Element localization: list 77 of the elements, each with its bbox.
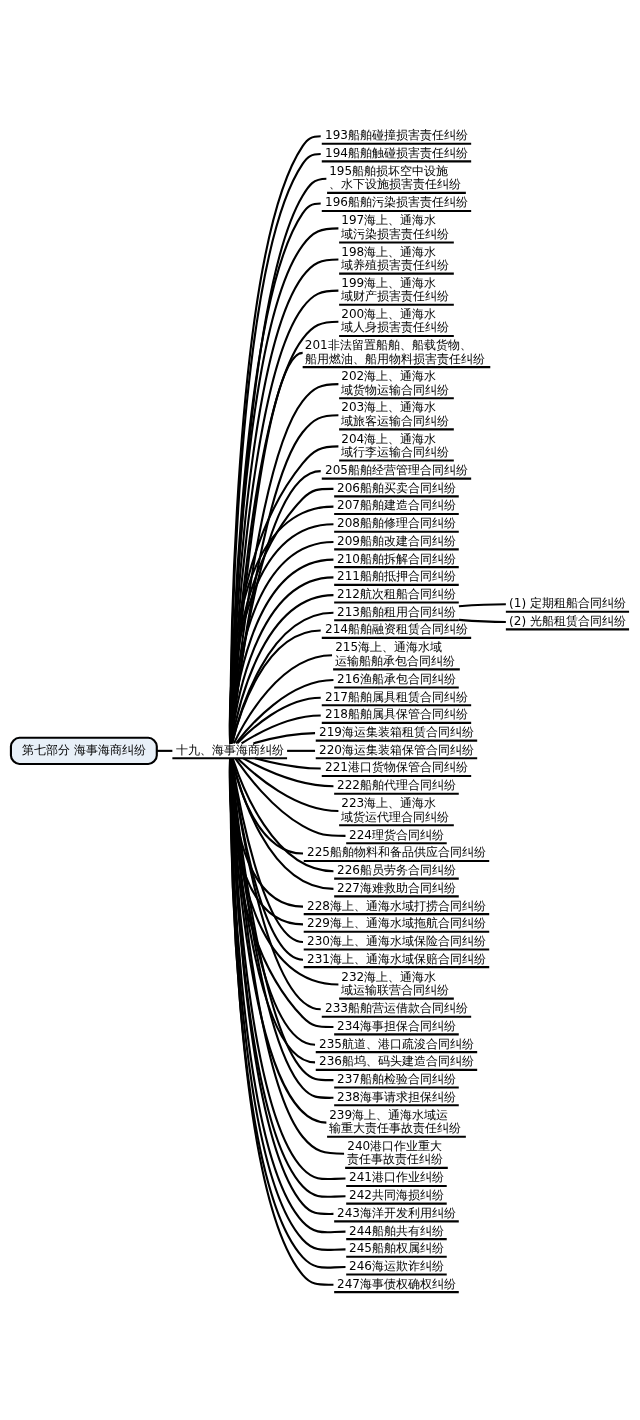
node-text: 242共同海损纠纷	[349, 1187, 444, 1202]
node-text: 十九、海事海商纠纷	[175, 742, 284, 757]
connector	[254, 756, 321, 770]
node-text: 224理货合同纠纷	[349, 827, 444, 842]
node-text: 229海上、通海水域拖航合同纠纷	[307, 915, 486, 930]
connector	[241, 713, 321, 744]
node-text: 240港口作业重大责任事故责任纠纷	[347, 1138, 444, 1166]
connector	[242, 756, 334, 787]
node-text: 207船舶建造合同纠纷	[337, 497, 456, 512]
node-text: 245船舶权属纠纷	[349, 1240, 444, 1255]
node-text: 206船舶买卖合同纠纷	[337, 480, 456, 495]
connector	[237, 757, 339, 812]
node-text: 205船舶经营管理合同纠纷	[325, 462, 468, 477]
node-text: 247海事债权确权纠纷	[337, 1276, 456, 1291]
node-text: 210船舶拆解合同纠纷	[337, 551, 456, 566]
node-text: 233船舶营运借款合同纠纷	[325, 1000, 468, 1015]
node-text: 217船舶属具租赁合同纠纷	[325, 689, 468, 704]
node-text: 198海上、通海水域养殖损害责任纠纷	[341, 244, 450, 272]
node-text: 221港口货物保管合同纠纷	[325, 759, 468, 774]
connector	[231, 628, 321, 744]
connector	[234, 757, 346, 837]
node-text: 223海上、通海水域货运代理合同纠纷	[341, 795, 450, 824]
node-text: 211船舶抵押合同纠纷	[337, 568, 456, 583]
node-text: 213船舶租用合同纠纷	[337, 604, 456, 619]
node-text: 232海上、通海水域运输联营合同纠纷	[341, 969, 450, 997]
node-text: 222船舶代理合同纠纷	[337, 777, 456, 792]
connector	[253, 731, 316, 744]
node-text: 216渔船承包合同纠纷	[337, 671, 456, 686]
node-text: 208船舶修理合同纠纷	[337, 515, 456, 530]
node-text: 199海上、通海水域财产损害责任纠纷	[341, 275, 450, 303]
node-text: 219海运集装箱租赁合同纠纷	[319, 724, 474, 739]
node-text: 200海上、通海水域人身损害责任纠纷	[341, 306, 450, 334]
node-box: 第七部分 海事海商纠纷	[9, 736, 158, 765]
node-text: 230海上、通海水域保险合同纠纷	[307, 933, 486, 948]
connector	[458, 618, 506, 623]
connector	[229, 757, 339, 986]
node-text: 209船舶改建合同纠纷	[337, 533, 456, 548]
node-text: 226船员劳务合同纠纷	[337, 862, 456, 877]
node-text: (2) 光船租赁合同纠纷	[509, 613, 626, 628]
node-text: 238海事请求担保纠纷	[337, 1089, 456, 1104]
connector	[235, 678, 334, 744]
node-text: 243海洋开发利用纠纷	[337, 1205, 456, 1220]
node-text: 227海难救助合同纠纷	[337, 880, 456, 895]
node-text: 228海上、通海水域打捞合同纠纷	[307, 898, 486, 913]
node-text: 225船舶物料和备品供应合同纠纷	[307, 844, 486, 859]
node-text: 218船舶属具保管合同纠纷	[325, 706, 468, 721]
node-text: 212航次租船合同纠纷	[337, 586, 456, 601]
connector	[230, 469, 322, 743]
node-text: 204海上、通海水域行李运输合同纠纷	[341, 431, 450, 459]
node-text: 215海上、通海水域运输船舶承包合同纠纷	[335, 639, 456, 668]
node-text: 202海上、通海水域货物运输合同纠纷	[341, 368, 450, 397]
node-text: 214船舶融资租赁合同纠纷	[325, 621, 468, 636]
node-text: 197海上、通海水域污染损害责任纠纷	[341, 212, 450, 241]
node-text: 235航道、港口疏浚合同纠纷	[319, 1036, 474, 1051]
node-text: 194船舶触碰损害责任纠纷	[325, 145, 468, 160]
connector	[458, 602, 506, 607]
node-text: 236船坞、码头建造合同纠纷	[319, 1053, 474, 1068]
connector	[232, 653, 333, 744]
connector	[287, 749, 316, 752]
connector	[228, 757, 334, 1028]
node-text: 237船舶检验合同纠纷	[337, 1071, 456, 1086]
node-text: 196船舶污染损害责任纠纷	[325, 194, 468, 209]
node-text: 239海上、通海水域运输重大责任事故责任纠纷	[329, 1107, 462, 1135]
node-text: 231海上、通海水域保赔合同纠纷	[307, 951, 486, 966]
node-text: 203海上、通海水域旅客运输合同纠纷	[341, 399, 450, 428]
connector	[236, 696, 321, 744]
node-text: 201非法留置船舶、船载货物、船用燃油、船用物料损害责任纠纷	[304, 337, 485, 366]
node-text: (1) 定期租船合同纠纷	[509, 595, 626, 610]
node-text: 195船舶损坏空中设施、水下设施损害责任纠纷	[329, 163, 462, 191]
connector	[230, 757, 322, 1010]
node-text: 220海运集装箱保管合同纠纷	[319, 742, 474, 757]
node-text: 234海事担保合同纠纷	[337, 1018, 456, 1033]
node-text: 241港口作业纠纷	[349, 1169, 444, 1184]
node-text: 193船舶碰撞损害责任纠纷	[325, 127, 468, 142]
node-text: 244船舶共有纠纷	[349, 1223, 444, 1238]
node-text: 246海运欺诈纠纷	[349, 1258, 444, 1273]
connector	[156, 749, 173, 752]
